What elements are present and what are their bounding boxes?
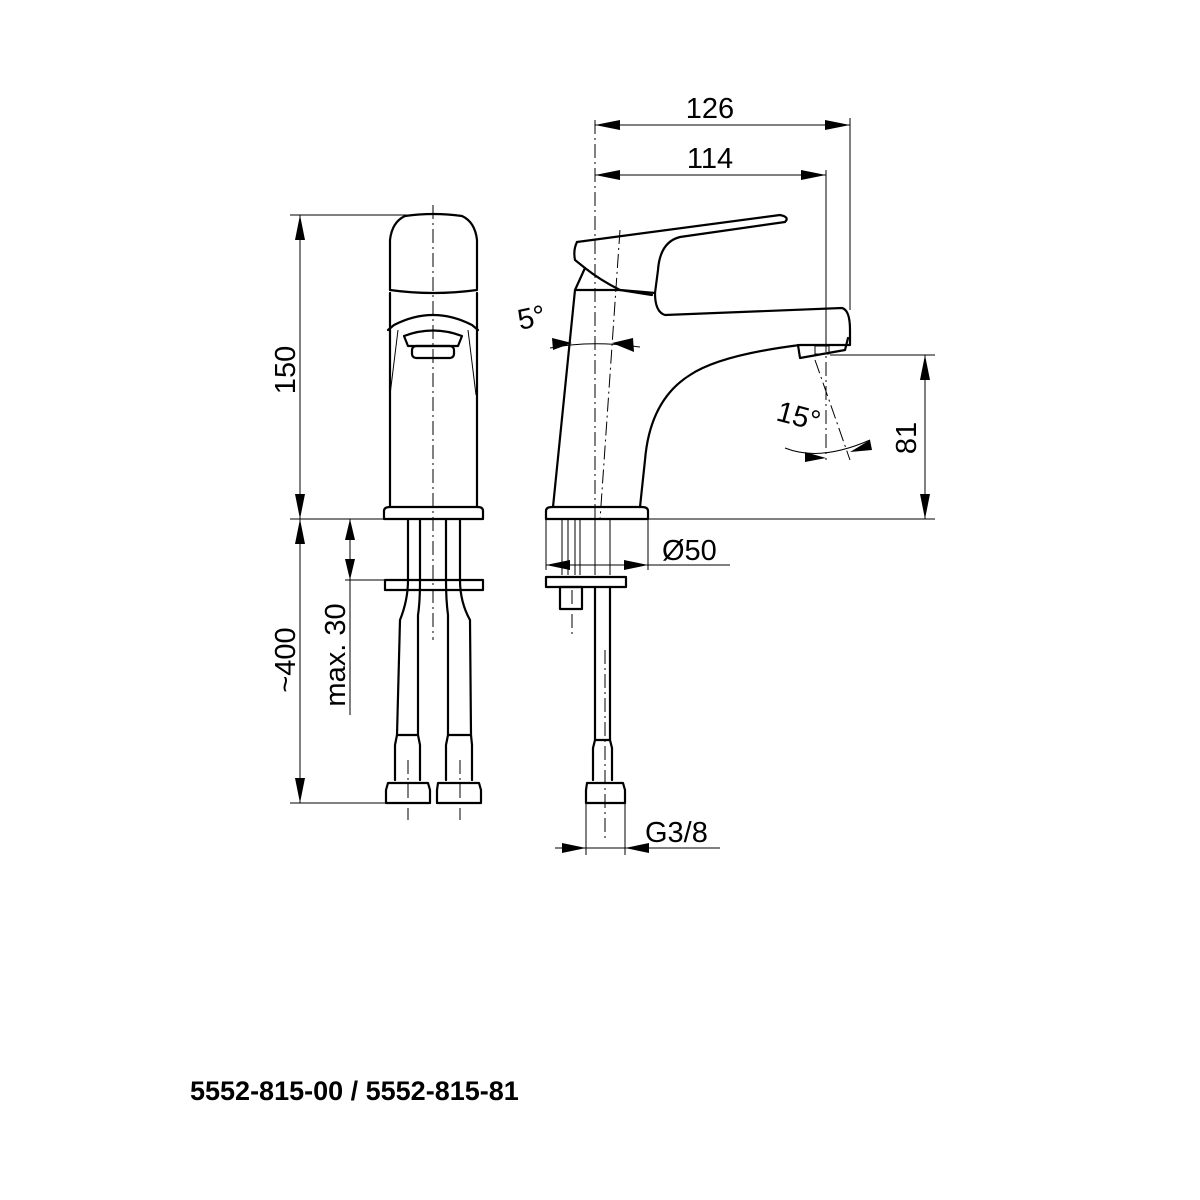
part-numbers: 5552-815-00 / 5552-815-81 [190, 1076, 519, 1106]
front-view [382, 205, 485, 820]
dim-spout-height: 81 [891, 422, 923, 454]
dim-max-deck-thickness: max. 30 [320, 603, 352, 706]
dim-spout-reach: 114 [687, 143, 733, 175]
dimension-lines [290, 118, 935, 853]
dim-base-diameter: Ø50 [662, 535, 717, 567]
dim-hose-length: ~400 [270, 627, 302, 692]
side-view [544, 120, 852, 855]
dim-body-angle: 5° [515, 300, 549, 337]
dim-height: 150 [270, 346, 302, 394]
dim-connection-thread: G3/8 [645, 817, 708, 849]
dim-spout-angle: 15° [773, 396, 824, 438]
dim-overall-length: 126 [686, 93, 734, 125]
